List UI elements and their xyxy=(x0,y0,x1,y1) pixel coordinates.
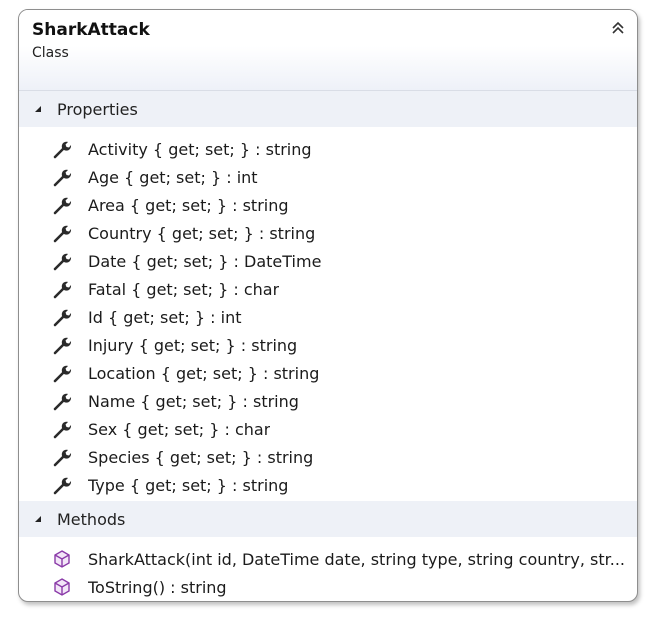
wrench-icon xyxy=(52,335,72,355)
methods-section-header[interactable]: Methods xyxy=(19,501,637,537)
property-item[interactable]: Id { get; set; } : int xyxy=(19,303,637,331)
wrench-icon xyxy=(52,475,72,495)
expand-triangle-icon xyxy=(33,104,45,114)
method-item-label: ToString() : string xyxy=(88,577,227,597)
property-item-label: Species { get; set; } : string xyxy=(88,447,314,467)
property-item-label: Activity { get; set; } : string xyxy=(88,139,312,159)
wrench-icon xyxy=(52,447,72,467)
property-item-label: Country { get; set; } : string xyxy=(88,223,316,243)
expand-triangle-icon xyxy=(33,514,45,524)
method-item[interactable]: SharkAttack(int id, DateTime date, strin… xyxy=(19,545,637,573)
wrench-icon xyxy=(52,195,72,215)
wrench-icon xyxy=(52,391,72,411)
property-item-label: Injury { get; set; } : string xyxy=(88,335,298,355)
property-item[interactable]: Country { get; set; } : string xyxy=(19,219,637,247)
methods-list: SharkAttack(int id, DateTime date, strin… xyxy=(19,545,637,601)
property-item-label: Date { get; set; } : DateTime xyxy=(88,251,322,271)
properties-section-header[interactable]: Properties xyxy=(19,91,637,127)
wrench-icon xyxy=(52,307,72,327)
class-name: SharkAttack xyxy=(32,20,150,40)
property-item-label: Id { get; set; } : int xyxy=(88,307,242,327)
wrench-icon xyxy=(52,279,72,299)
class-kind: Class xyxy=(32,45,69,61)
wrench-icon xyxy=(52,223,72,243)
wrench-icon xyxy=(52,251,72,271)
property-item[interactable]: Fatal { get; set; } : char xyxy=(19,275,637,303)
method-cube-icon xyxy=(52,549,72,569)
property-item-label: Fatal { get; set; } : char xyxy=(88,279,280,299)
method-item[interactable]: ToString() : string xyxy=(19,573,637,601)
property-item-label: Location { get; set; } : string xyxy=(88,363,320,383)
wrench-icon xyxy=(52,167,72,187)
method-item-label: SharkAttack(int id, DateTime date, strin… xyxy=(88,549,625,569)
property-item[interactable]: Area { get; set; } : string xyxy=(19,191,637,219)
property-item-label: Area { get; set; } : string xyxy=(88,195,289,215)
wrench-icon xyxy=(52,139,72,159)
section-label-methods: Methods xyxy=(57,509,126,529)
property-item-label: Name { get; set; } : string xyxy=(88,391,299,411)
collapse-chevron-icon[interactable] xyxy=(609,19,627,37)
wrench-icon xyxy=(52,419,72,439)
property-item[interactable]: Species { get; set; } : string xyxy=(19,443,637,471)
property-item-label: Type { get; set; } : string xyxy=(88,475,289,495)
property-item[interactable]: Date { get; set; } : DateTime xyxy=(19,247,637,275)
property-item[interactable]: Activity { get; set; } : string xyxy=(19,135,637,163)
property-item[interactable]: Sex { get; set; } : char xyxy=(19,415,637,443)
section-label-properties: Properties xyxy=(57,99,138,119)
property-item[interactable]: Location { get; set; } : string xyxy=(19,359,637,387)
property-item[interactable]: Injury { get; set; } : string xyxy=(19,331,637,359)
class-header: SharkAttack Class xyxy=(19,10,637,91)
property-item[interactable]: Age { get; set; } : int xyxy=(19,163,637,191)
method-cube-icon xyxy=(52,577,72,597)
property-item-label: Sex { get; set; } : char xyxy=(88,419,271,439)
class-diagram-card: SharkAttack Class Properties Activity { … xyxy=(18,9,638,602)
property-item[interactable]: Type { get; set; } : string xyxy=(19,471,637,499)
wrench-icon xyxy=(52,363,72,383)
property-item-label: Age { get; set; } : int xyxy=(88,167,258,187)
property-item[interactable]: Name { get; set; } : string xyxy=(19,387,637,415)
